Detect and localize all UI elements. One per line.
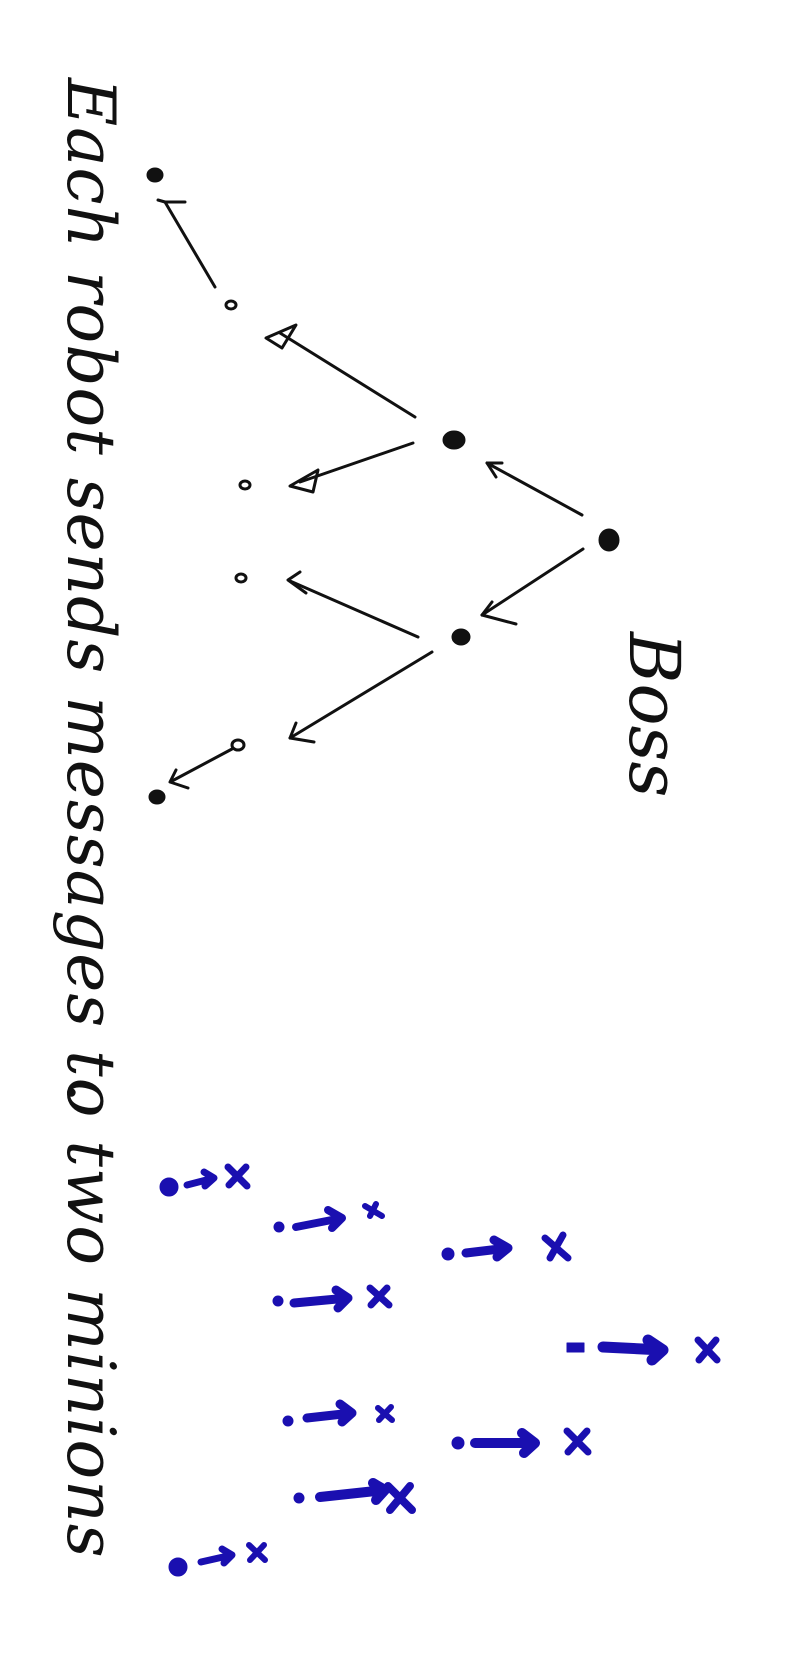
edge-boss-to-node2 — [480, 547, 585, 617]
edge-node2-to-node6 — [288, 650, 434, 740]
edge-node6-to-node8 — [170, 747, 234, 783]
dot-to-cross-mark — [272, 1284, 393, 1313]
arrowhead-icon — [480, 600, 518, 626]
tree-node — [451, 628, 471, 646]
tree-node — [234, 572, 248, 584]
arrowhead-icon — [264, 323, 298, 350]
tree-node — [230, 738, 246, 752]
tree-node — [146, 167, 164, 183]
dot-to-cross-mark — [282, 1399, 395, 1427]
boss-node — [598, 528, 620, 552]
dot-to-cross-mark — [273, 1201, 385, 1233]
caption-period: . — [52, 1082, 129, 1103]
arrowhead-icon — [156, 198, 187, 204]
tree-node — [238, 479, 252, 491]
dot-to-cross-mark — [168, 1542, 268, 1577]
edge-boss-to-node1 — [485, 461, 584, 517]
dot-to-cross-mark — [293, 1478, 416, 1514]
caption-text: Each robot sends messages to two minions — [52, 77, 129, 1559]
edge-node2-to-node5 — [288, 579, 420, 639]
arrowhead-icon — [485, 461, 504, 479]
arrowhead-icon — [288, 721, 316, 744]
edge-node1-to-node3 — [278, 331, 417, 419]
dot-to-cross-mark — [451, 1427, 592, 1458]
dot-to-cross-mark — [159, 1163, 251, 1197]
arrowhead-icon — [288, 468, 320, 494]
tree-node — [442, 430, 466, 450]
arrowhead-icon — [168, 768, 190, 790]
dot-to-cross-mark — [441, 1231, 572, 1262]
edge-node1-to-node4 — [298, 441, 415, 484]
arrowhead-icon — [286, 570, 308, 595]
boss-label: Boss — [613, 630, 695, 797]
dot-to-cross-mark — [566, 1334, 721, 1366]
edge-node3-to-node7 — [163, 200, 217, 289]
tree-node — [224, 299, 238, 311]
tree-node — [148, 789, 166, 805]
